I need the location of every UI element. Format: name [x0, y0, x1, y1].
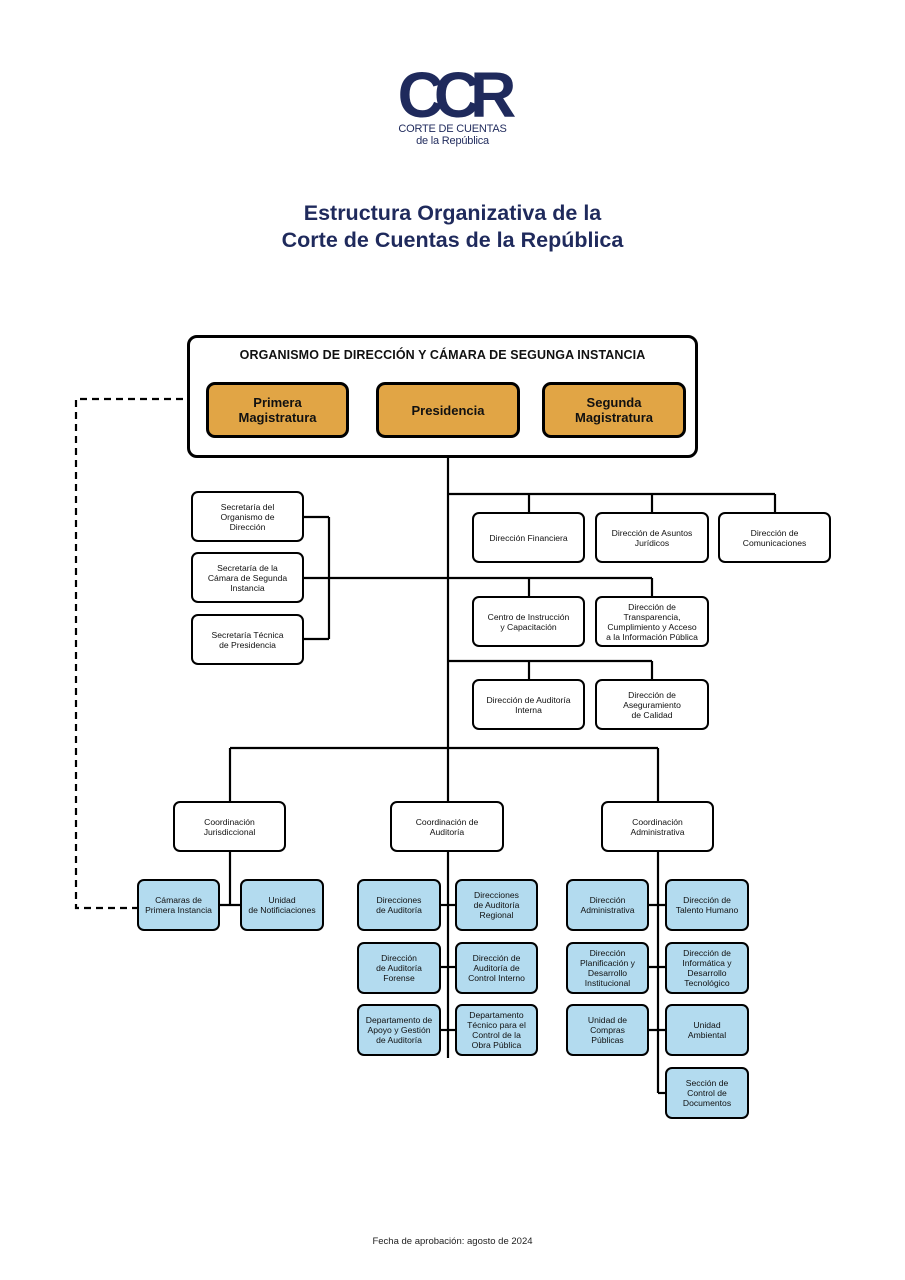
centro-instruccion-box: Centro de Instrucción y Capacitación: [472, 596, 585, 647]
direccion-auditoria-interna-box: Dirección de Auditoría Interna: [472, 679, 585, 730]
direccion-auditoria-control-interno-box: Dirección de Auditoría de Control Intern…: [455, 942, 538, 994]
secretaria-organismo-box: Secretaría del Organismo de Dirección: [191, 491, 304, 542]
coordinacion-administrativa-box: Coordinación Administrativa: [601, 801, 714, 852]
page-title-line1: Estructura Organizativa de la: [303, 201, 602, 225]
direccion-planificacion-box: Dirección Planificación y Desarrollo Ins…: [566, 942, 649, 994]
secretaria-tecnica-box: Secretaría Técnica de Presidencia: [191, 614, 304, 665]
direccion-comunicaciones-box: Dirección de Comunicaciones: [718, 512, 831, 563]
coordinacion-auditoria-box: Coordinación de Auditoría: [390, 801, 504, 852]
direcciones-auditoria-regional-box: Direcciones de Auditoría Regional: [455, 879, 538, 931]
ccr-logo-icon: CCR: [398, 59, 525, 131]
departamento-tecnico-obra-publica-box: Departamento Técnico para el Control de …: [455, 1004, 538, 1056]
direccion-talento-humano-box: Dirección de Talento Humano: [665, 879, 749, 931]
direccion-transparencia-box: Dirección de Transparencia, Cumplimiento…: [595, 596, 709, 647]
approval-date: Fecha de aprobación: agosto de 2024: [372, 1236, 533, 1247]
unidad-compras-publicas-box: Unidad de Compras Públicas: [566, 1004, 649, 1056]
dashed-link: [74, 397, 183, 910]
direccion-financiera-box: Dirección Financiera: [472, 512, 585, 563]
presidencia-box: Presidencia: [376, 382, 520, 438]
direcciones-auditoria-box: Direcciones de Auditoría: [357, 879, 441, 931]
unidad-notificaciones-box: Unidad de Notificiaciones: [240, 879, 324, 931]
page-title-line2: Corte de Cuentas de la República: [281, 228, 624, 252]
unidad-ambiental-box: Unidad Ambiental: [665, 1004, 749, 1056]
direccion-informatica-box: Dirección de Informática y Desarrollo Te…: [665, 942, 749, 994]
direccion-administrativa-box: Dirección Administrativa: [566, 879, 649, 931]
logo-subtitle-line1: CORTE DE CUENTAS: [398, 123, 507, 135]
logo-subtitle-line2: de la República: [416, 135, 489, 147]
direccion-auditoria-forense-box: Dirección de Auditoría Forense: [357, 942, 441, 994]
camaras-primera-instancia-box: Cámaras de Primera Instancia: [137, 879, 220, 931]
secretaria-camara-box: Secretaría de la Cámara de Segunda Insta…: [191, 552, 304, 603]
coordinacion-jurisdiccional-box: Coordinación Jurisdiccional: [173, 801, 286, 852]
segunda-magistratura-box: Segunda Magistratura: [542, 382, 686, 438]
organismo-direccion-title: ORGANISMO DE DIRECCIÓN Y CÁMARA DE SEGUN…: [239, 348, 646, 362]
direccion-asuntos-juridicos-box: Dirección de Asuntos Jurídicos: [595, 512, 709, 563]
direccion-aseguramiento-calidad-box: Dirección de Aseguramiento de Calidad: [595, 679, 709, 730]
departamento-apoyo-gestion-box: Departamento de Apoyo y Gestión de Audit…: [357, 1004, 441, 1056]
logo-text: CCR: [398, 59, 515, 131]
primera-magistratura-box: Primera Magistratura: [206, 382, 349, 438]
seccion-control-documentos-box: Sección de Control de Documentos: [665, 1067, 749, 1119]
